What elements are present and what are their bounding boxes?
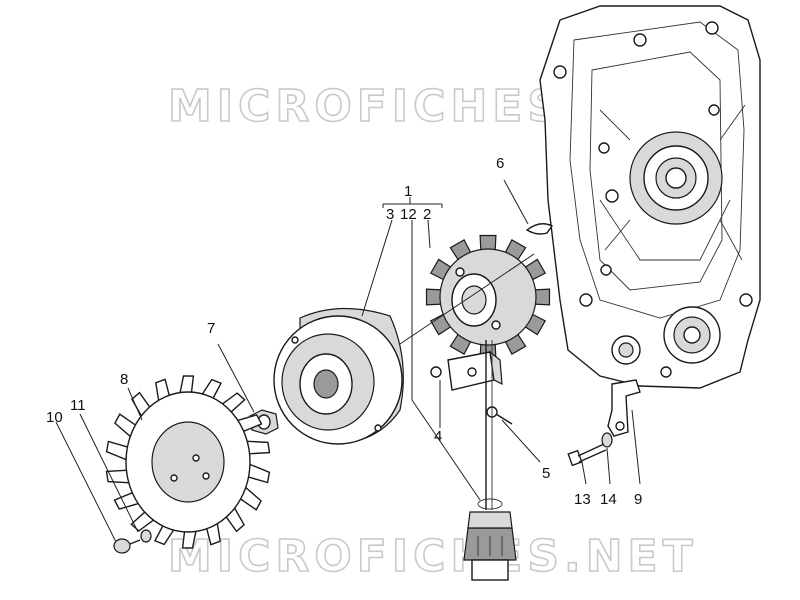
screw-5: [486, 406, 513, 425]
fan-screw-10: [113, 538, 141, 554]
fan-washer-11: [140, 529, 152, 543]
callout-12: 12: [400, 206, 417, 223]
pickup-coil: [430, 350, 503, 391]
callout-14: 14: [600, 491, 617, 508]
leader-13: [581, 461, 587, 485]
callout-3: 3: [386, 206, 394, 223]
callout-11: 11: [70, 397, 86, 414]
callout-2: 2: [423, 206, 431, 223]
callout-9: 9: [634, 491, 642, 508]
bolt-13: [567, 443, 607, 467]
stator: [425, 234, 551, 360]
wiring-harness: [463, 340, 517, 581]
woodruff-key: [525, 223, 554, 235]
leader-14: [606, 447, 611, 485]
callout-10: 10: [46, 409, 63, 426]
bracket: [607, 379, 641, 437]
callout-13: 13: [574, 491, 591, 508]
washer-14: [601, 432, 613, 448]
callout-1: 1: [404, 183, 412, 200]
cooling-fan: [105, 375, 271, 549]
watermark-bottom: MICROFICHES.NET: [168, 531, 698, 582]
flywheel-rotor: [273, 307, 404, 445]
callout-8: 8: [120, 371, 128, 388]
leader-lines: [55, 197, 541, 543]
callout-7: 7: [207, 320, 215, 337]
callout-labels: 1 3 12 2 6 7 8 11 10 4 5 13 14 9: [46, 155, 642, 508]
callout-6: 6: [496, 155, 504, 172]
leader-9: [631, 409, 641, 485]
crankcase: [539, 5, 761, 389]
leader-6: [503, 179, 529, 225]
callout-4: 4: [434, 428, 442, 445]
callout-5: 5: [542, 465, 550, 482]
